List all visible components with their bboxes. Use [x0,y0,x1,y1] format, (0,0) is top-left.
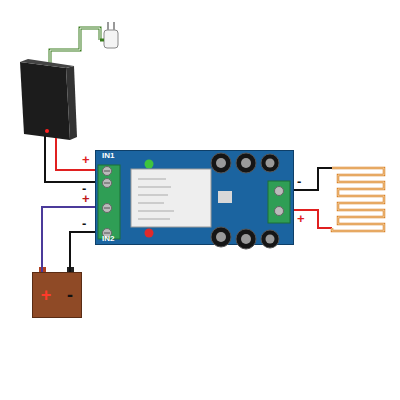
heating-element [332,168,384,231]
black-wire [289,168,332,190]
power-cord-core [50,28,100,66]
polarity-sign: + [41,286,52,304]
polarity-sign: - [67,286,73,304]
mains-plug [100,22,118,48]
red-wire [289,210,332,228]
polarity-label: + [82,193,90,205]
power-cord [50,28,100,66]
polarity-label: - [82,218,86,230]
battery-wire [70,232,95,272]
battery: +- [32,272,82,318]
black-wire [45,136,96,182]
polarity-label: - [297,176,301,188]
relay-board: IN1IN2 [95,150,294,245]
battery-wire [42,207,95,272]
input-label: IN1 [102,151,293,161]
power-adapter [20,59,77,140]
input-label: IN2 [102,234,293,244]
red-wire [56,138,96,170]
board-components [96,151,291,246]
polarity-label: + [297,213,305,225]
polarity-label: + [82,154,90,166]
heating-element-core [332,168,384,231]
